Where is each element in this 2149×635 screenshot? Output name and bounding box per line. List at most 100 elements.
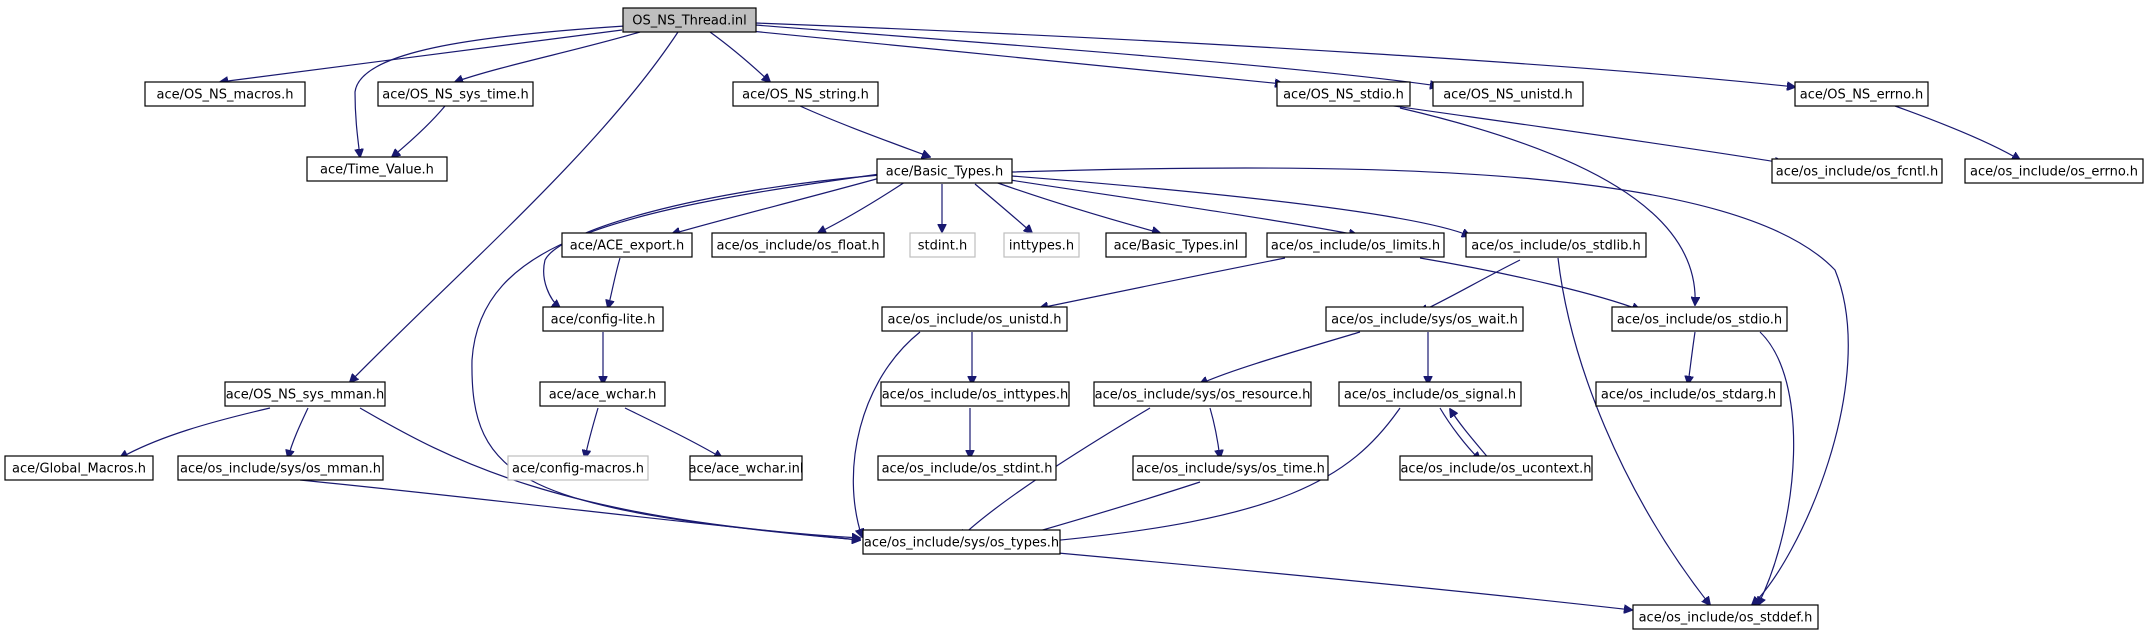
dependency-edges [120,22,2020,610]
node-box-aceexport [561,232,693,258]
edge-ucontext-to-signal [1450,409,1491,461]
node-sysmman_inc[interactable]: ace/os_include/sys/os_mman.h [177,455,384,481]
node-label-float: ace/os_include/os_float.h [716,239,879,254]
node-label-basicinl: ace/Basic_Types.inl [1114,239,1239,254]
node-syswait[interactable]: ace/os_include/sys/os_wait.h [1325,306,1524,332]
edge-systime-to-timevalue [392,105,446,157]
node-acewchar[interactable]: ace/ace_wchar.h [539,381,666,407]
node-string[interactable]: ace/OS_NS_string.h [732,81,879,107]
node-label-stdio_ns: ace/OS_NS_stdio.h [1283,88,1404,103]
node-box-errno_ns [1794,81,1929,107]
edge-basictypes-to-aceexport [672,177,881,234]
node-globalmacros[interactable]: ace/Global_Macros.h [4,455,154,481]
node-stdlib[interactable]: ace/os_include/os_stdlib.h [1465,232,1647,258]
edge-stdio-ns-to-fcntl [1379,103,1783,163]
node-stdarg[interactable]: ace/os_include/os_stdarg.h [1595,381,1782,407]
node-label-systypes: ace/os_include/sys/os_types.h [864,536,1059,551]
edge-limits-to-unistd-inc [1040,257,1286,308]
node-macros[interactable]: ace/OS_NS_macros.h [144,81,306,107]
node-label-systime: ace/OS_NS_sys_time.h [382,88,528,103]
node-limits[interactable]: ace/os_include/os_limits.h [1266,232,1445,258]
node-basictypes[interactable]: ace/Basic_Types.h [876,158,1013,184]
node-box-unistd_inc [881,306,1068,332]
node-sysmman_ns[interactable]: ace/OS_NS_sys_mman.h [224,381,386,407]
node-label-stddef: ace/os_include/os_stddef.h [1639,611,1813,626]
node-signal[interactable]: ace/os_include/os_signal.h [1338,381,1522,407]
node-box-float [711,232,885,258]
edge-limits-to-stdio-inc [1419,257,1640,310]
node-box-root [622,7,757,33]
node-label-errno_inc: ace/os_include/os_errno.h [1970,165,2138,180]
node-timevalue[interactable]: ace/Time_Value.h [306,156,448,182]
node-systime[interactable]: ace/OS_NS_sys_time.h [377,81,534,107]
edge-sysmman-ns-to-globalmacros [120,407,271,458]
node-systypes[interactable]: ace/os_include/sys/os_types.h [862,529,1061,555]
node-box-stdint [909,232,976,258]
node-stdio_ns[interactable]: ace/OS_NS_stdio.h [1276,81,1411,107]
edge-stdlib-to-stddef [1557,257,1710,605]
node-inttypes[interactable]: inttypes.h [1003,232,1080,258]
node-unistd_inc[interactable]: ace/os_include/os_unistd.h [881,306,1068,332]
node-box-stdio_inc [1611,306,1788,332]
node-box-unistd_ns [1432,81,1584,107]
node-label-stdint: stdint.h [918,239,967,254]
node-box-ucontext [1399,455,1593,481]
node-label-ucontext: ace/os_include/os_ucontext.h [1400,462,1591,477]
edge-acewchar-to-acewcharinl [624,407,722,458]
node-label-inttypes_inc: ace/os_include/os_inttypes.h [882,388,1069,403]
node-label-stdint_inc: ace/os_include/os_stdint.h [882,462,1053,477]
edge-acewchar-to-configmacros [585,407,599,458]
node-stdio_inc[interactable]: ace/os_include/os_stdio.h [1611,306,1788,332]
edge-basictypes-to-stdlib [1011,175,1470,236]
node-errno_inc[interactable]: ace/os_include/os_errno.h [1964,158,2144,184]
node-fcntl[interactable]: ace/os_include/os_fcntl.h [1771,158,1943,184]
node-inttypes_inc[interactable]: ace/os_include/os_inttypes.h [880,381,1070,407]
node-box-systypes [862,529,1061,555]
edge-sysmman-ns-to-sysmman-inc [288,407,309,458]
node-label-unistd_inc: ace/os_include/os_unistd.h [887,313,1061,328]
node-label-aceexport: ace/ACE_export.h [570,239,684,254]
node-unistd_ns[interactable]: ace/OS_NS_unistd.h [1432,81,1584,107]
edge-unistd-inc-to-systypes [852,331,921,537]
node-acewcharinl[interactable]: ace/ace_wchar.inl [689,455,804,481]
node-stddef[interactable]: ace/os_include/os_stddef.h [1632,604,1819,630]
node-basicinl[interactable]: ace/Basic_Types.inl [1105,232,1247,258]
node-box-globalmacros [4,455,154,481]
edge-root-to-errno-ns [754,22,1795,87]
node-stdint[interactable]: stdint.h [909,232,976,258]
edge-aceexport-to-configlite [608,257,621,308]
node-box-limits [1266,232,1445,258]
node-box-stdio_ns [1276,81,1411,107]
edge-root-to-timevalue [354,25,626,157]
edge-stdio-inc-to-stddef [1758,331,1795,605]
node-root[interactable]: OS_NS_Thread.inl [622,7,757,33]
node-box-stdarg [1595,381,1782,407]
node-box-basictypes [876,158,1013,184]
node-label-timevalue: ace/Time_Value.h [320,163,434,178]
node-label-stdarg: ace/os_include/os_stdarg.h [1601,388,1776,403]
node-box-timevalue [306,156,448,182]
edge-sysmman-inc-to-systypes [299,479,860,540]
node-configlite[interactable]: ace/config-lite.h [542,306,664,332]
node-configmacros[interactable]: ace/config-macros.h [507,455,649,481]
edge-root-to-macros [220,29,623,82]
node-ucontext[interactable]: ace/os_include/os_ucontext.h [1399,455,1593,481]
edge-basictypes-to-stddef [1011,167,1849,605]
node-box-inttypes_inc [880,381,1070,407]
node-float[interactable]: ace/os_include/os_float.h [711,232,885,258]
edge-root-to-unistd-ns [754,24,1438,86]
edge-basictypes-to-limits [1009,179,1357,235]
node-stdint_inc[interactable]: ace/os_include/os_stdint.h [877,455,1057,481]
node-errno_ns[interactable]: ace/OS_NS_errno.h [1794,81,1929,107]
node-aceexport[interactable]: ace/ACE_export.h [561,232,693,258]
node-box-acewcharinl [689,455,803,481]
node-box-configmacros [507,455,649,481]
node-label-string: ace/OS_NS_string.h [742,88,869,103]
node-label-configlite: ace/config-lite.h [551,313,656,328]
edge-systypes-to-stddef [1057,552,1632,610]
node-systime_inc[interactable]: ace/os_include/sys/os_time.h [1132,455,1329,481]
node-box-signal [1338,381,1522,407]
node-label-macros: ace/OS_NS_macros.h [157,88,294,103]
node-resource[interactable]: ace/os_include/sys/os_resource.h [1093,381,1312,407]
